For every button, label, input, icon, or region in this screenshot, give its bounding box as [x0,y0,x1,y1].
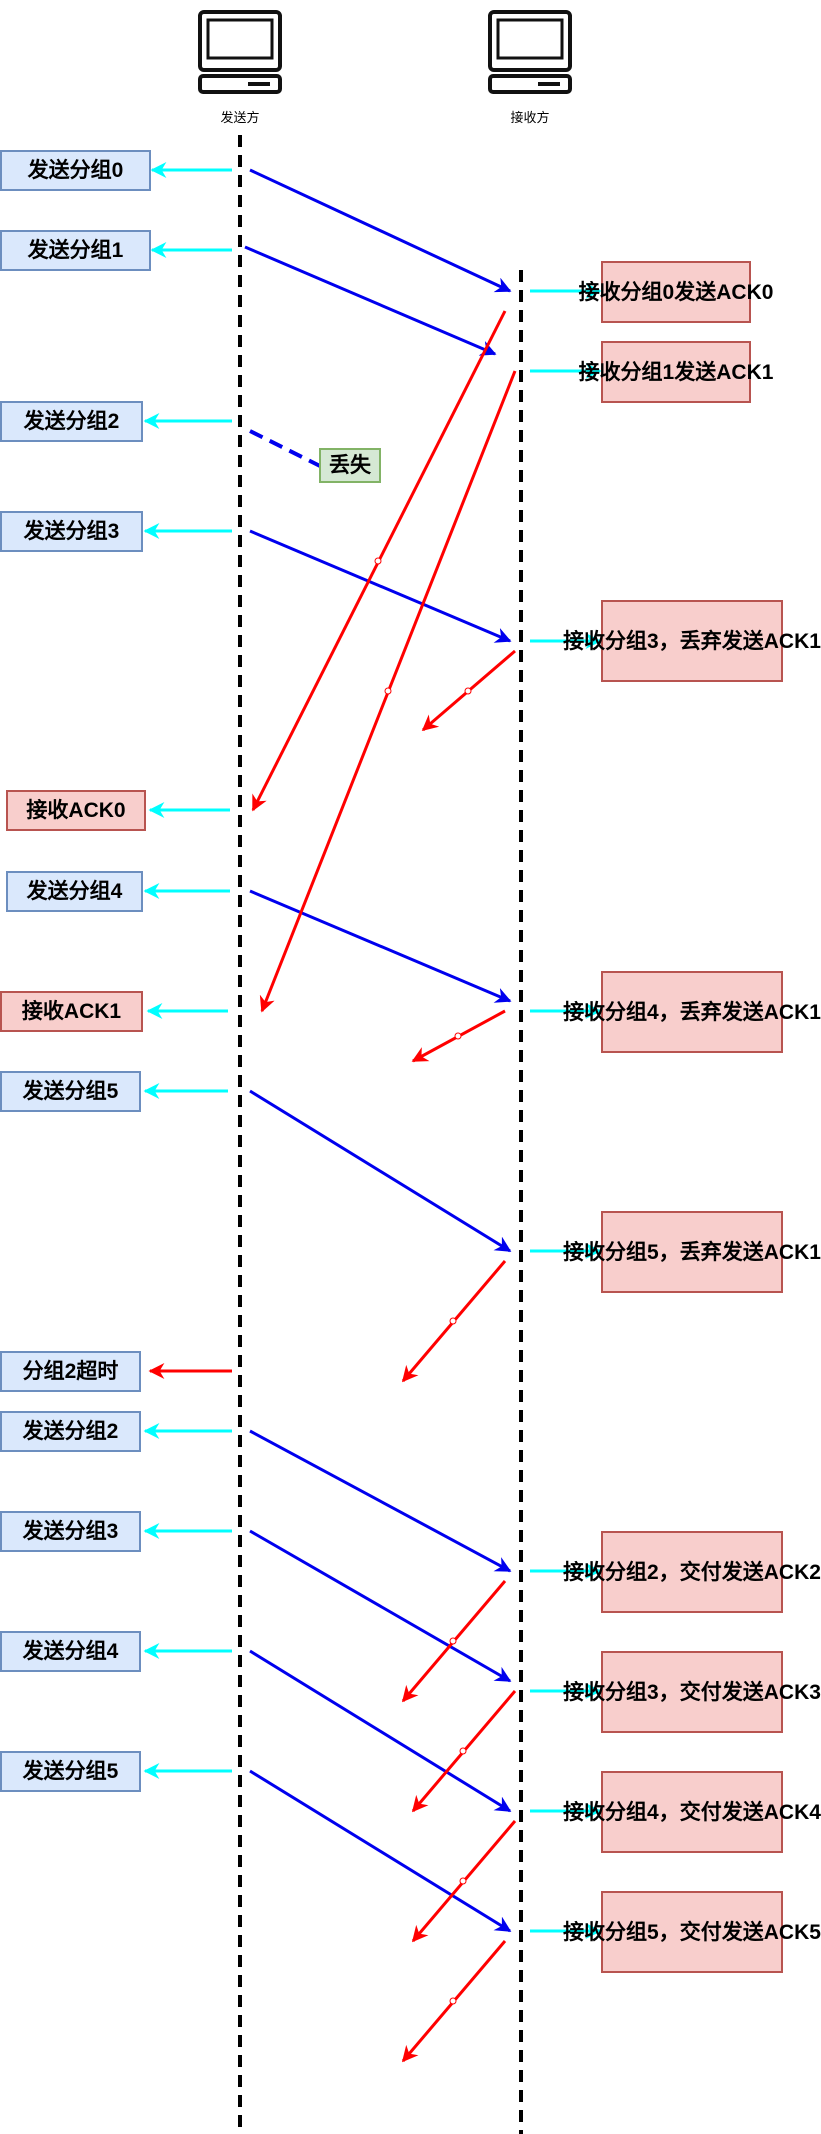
sender-event-send-packet-0: 发送分组0 [0,150,151,191]
receiver-event-line1: 接收分组2，交付 [563,1560,722,1584]
receiver-event-line2: 发送ACK0 [674,280,774,304]
receiver-event-line1: 接收分组1 [578,360,675,384]
packet-arrow [249,168,512,293]
sender-event-resend-packet-3: 发送分组3 [0,1511,141,1552]
receiver-event-line2: 发送ACK1 [721,1000,821,1024]
sender-event-resend-packet-4: 发送分组4 [0,1631,141,1672]
sender-event-receive-ack-0: 接收ACK0 [6,790,146,831]
receiver-event-line1: 接收分组0 [578,280,675,304]
ack-waypoints [374,557,472,2005]
lost-packet-line [249,429,321,468]
sender-event-receive-ack-1: 接收ACK1 [0,991,143,1032]
sender-event-packet-2-timeout: 分组2超时 [0,1351,141,1392]
sender-event-resend-packet-5: 发送分组5 [0,1751,141,1792]
packet-arrow [249,1769,512,1933]
packet-arrow [249,1429,512,1573]
sender-computer-icon [198,10,282,94]
receiver-event-line2: 发送ACK1 [721,629,821,653]
receiver-event-line2: 发送ACK5 [721,1920,821,1944]
receiver-event-line2: 发送ACK4 [721,1800,821,1824]
sender-event-arrows [143,162,232,1779]
sender-label: 发送方 [220,110,260,125]
receiver-event-5: 接收分组2，交付 发送ACK2 [563,1531,821,1613]
receiver-event-7: 接收分组4，交付 发送ACK4 [563,1771,821,1853]
packet-arrow [249,889,512,1003]
receiver-event-line1: 接收分组5，丢弃 [563,1240,722,1264]
packet-arrow [249,1529,512,1683]
receiver-event-3: 接收分组4，丢弃 发送ACK1 [563,971,821,1053]
receiver-event-0: 接收分组0 发送ACK0 [579,261,773,323]
receiver-event-line2: 发送ACK1 [721,1240,821,1264]
receiver-event-line2: 发送ACK1 [674,360,774,384]
receiver-computer-icon [488,10,572,94]
receiver-event-line1: 接收分组4，丢弃 [563,1000,722,1024]
receiver-event-arrows [530,283,602,1939]
packet-arrow [249,1649,512,1813]
lost-label: 丢失 [319,448,381,483]
receiver-event-6: 接收分组3，交付 发送ACK3 [563,1651,821,1733]
receiver-event-4: 接收分组5，丢弃 发送ACK1 [563,1211,821,1293]
sender-event-send-packet-5: 发送分组5 [0,1071,141,1112]
receiver-label: 接收方 [510,110,550,125]
sender-event-send-packet-4: 发送分组4 [6,871,143,912]
receiver-event-line1: 接收分组4，交付 [563,1800,722,1824]
receiver-event-line2: 发送ACK2 [721,1560,821,1584]
receiver-event-2: 接收分组3，丢弃 发送ACK1 [563,600,821,682]
sender-event-send-packet-2: 发送分组2 [0,401,143,442]
receiver-event-line2: 发送ACK3 [721,1680,821,1704]
data-packet-arrows [244,168,512,1933]
sender-event-resend-packet-2: 发送分组2 [0,1411,141,1452]
receiver-event-8: 接收分组5，交付 发送ACK5 [563,1891,821,1973]
receiver-event-1: 接收分组1 发送ACK1 [579,341,773,403]
packet-arrow [249,1089,512,1253]
sender-event-send-packet-1: 发送分组1 [0,230,151,271]
sender-event-send-packet-3: 发送分组3 [0,511,143,552]
sequence-diagram [143,10,602,2134]
packet-arrow [249,529,512,643]
receiver-event-line1: 接收分组3，交付 [563,1680,722,1704]
receiver-event-line1: 接收分组5，交付 [563,1920,722,1944]
packet-arrow [244,245,497,356]
receiver-event-line1: 接收分组3，丢弃 [563,629,722,653]
